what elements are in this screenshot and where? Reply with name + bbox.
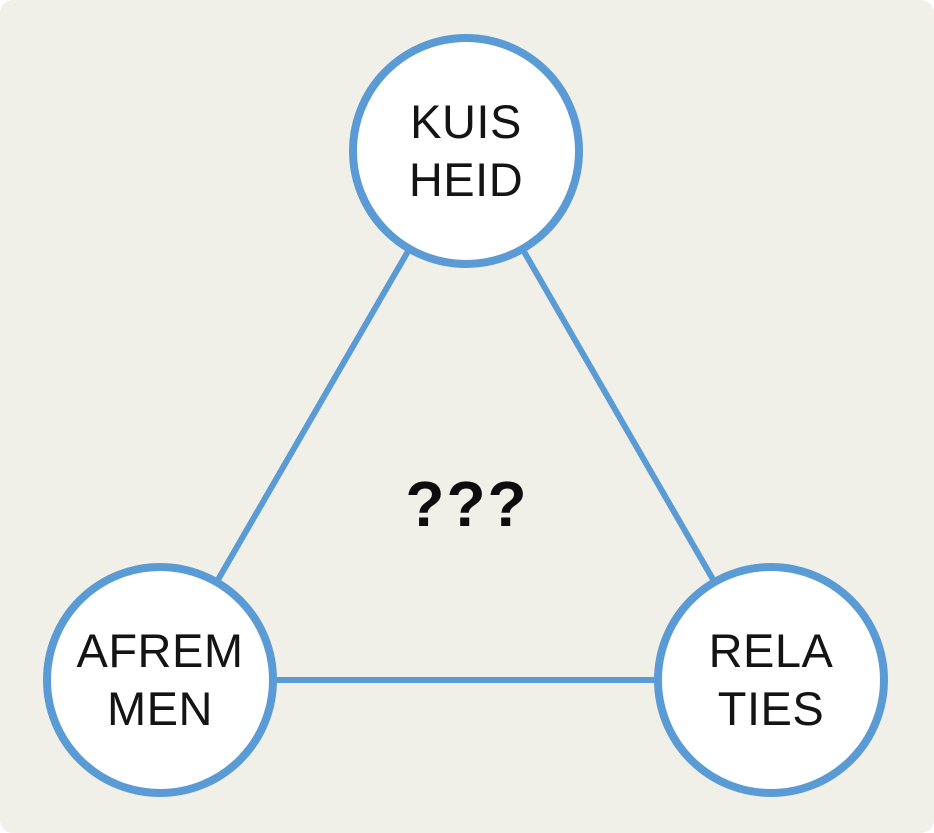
node-afremmen: AFREM MEN xyxy=(43,563,277,797)
node-relaties-label-line1: RELA xyxy=(708,624,834,677)
node-afremmen-label-line1: AFREM xyxy=(76,624,244,677)
node-relaties: RELA TIES xyxy=(654,563,888,797)
node-relaties-label-line2: TIES xyxy=(717,682,825,735)
center-question-label: ??? xyxy=(405,468,529,540)
node-kuisheid-label-line2: HEID xyxy=(408,153,524,206)
node-kuisheid: KUIS HEID xyxy=(349,34,583,268)
node-kuisheid-label-line1: KUIS xyxy=(410,95,522,148)
node-afremmen-label-line2: MEN xyxy=(107,682,213,735)
